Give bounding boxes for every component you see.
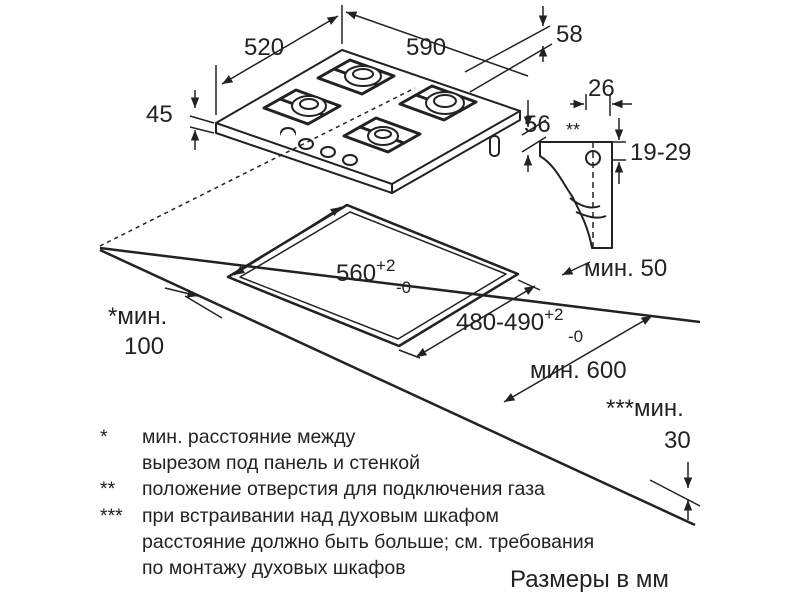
footnote-2: ** положение отверстия для подключения г… — [100, 476, 594, 502]
hob-illustration — [215, 49, 521, 194]
dim-frame-height: 58 — [556, 21, 583, 48]
cutout-depth-value: 480-490 — [456, 309, 544, 336]
dim-gas-inlet-mark: ** — [566, 120, 580, 140]
dim-min-oven-value: 30 — [664, 427, 691, 454]
dimension-labels: 520 590 58 45 26 ** 19-29 56 560+2 -0 48… — [108, 21, 691, 454]
footnote-1: * мин. расстояние между — [100, 424, 594, 450]
dim-worktop-range: 19-29 — [630, 139, 691, 166]
dim-bracket-width: 26 — [588, 75, 615, 102]
burners — [291, 65, 465, 146]
cutout-width-tol-plus: +2 — [376, 256, 395, 275]
footnote-mark: ** — [100, 478, 116, 501]
footnote-text: при встраивании над духовым шкафом — [142, 504, 499, 527]
dim-min-front: мин. 50 — [584, 255, 667, 282]
footnote-text: положение отверстия для подключения газа — [142, 478, 545, 501]
dim-under-height: 56 — [524, 111, 551, 138]
dim-cutout-width: 560+2 — [336, 256, 395, 287]
dim-min-wall-value: 100 — [124, 333, 164, 360]
footnote-mark: *** — [100, 504, 123, 527]
footnote-text: вырезом под панель и стенкой — [142, 452, 420, 475]
cutout-width-tol-minus: -0 — [396, 278, 411, 297]
cutout-depth-tol-minus: -0 — [568, 327, 583, 346]
dim-width: 520 — [244, 34, 284, 61]
footnote-text: по монтажу духовых шкафов — [142, 557, 406, 580]
control-knobs — [280, 127, 358, 166]
dimension-lines — [164, 5, 701, 520]
cutout-depth-tol-plus: +2 — [544, 305, 563, 324]
dim-min-wall-label: *мин. — [108, 303, 167, 330]
footnote-text: расстояние должно быть больше; см. требо… — [142, 530, 595, 553]
footnote-3: *** при встраивании над духовым шкафом — [100, 503, 594, 529]
footnotes: * мин. расстояние между вырезом под пане… — [100, 424, 594, 581]
cutout-width-value: 560 — [336, 260, 376, 287]
footnote-text: мин. расстояние между — [142, 426, 356, 448]
dim-cutout-depth: 480-490+2 — [456, 305, 563, 336]
dim-min-worktop-depth: мин. 600 — [530, 357, 627, 384]
footnote-mark: * — [100, 426, 108, 448]
gas-inlet-pipe — [489, 135, 500, 157]
dim-depth: 590 — [406, 34, 446, 61]
bracket-detail — [539, 94, 626, 250]
dim-min-oven-label: ***мин. — [606, 395, 684, 422]
dim-glass-height: 45 — [146, 101, 173, 128]
units-caption: Размеры в мм — [510, 566, 669, 593]
